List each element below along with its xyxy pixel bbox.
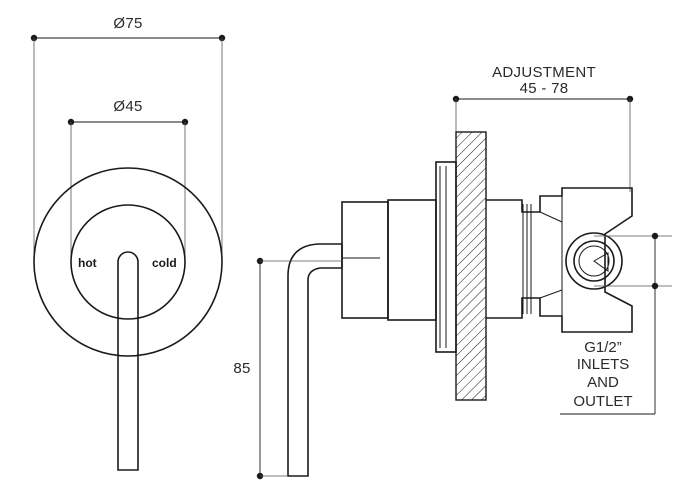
- hot-label: hot: [78, 256, 97, 270]
- adjustment-range: 45 - 78: [520, 80, 569, 97]
- handle-height-label: 85: [233, 360, 250, 377]
- wall-section: [455, 131, 487, 401]
- connection-outlet-label: OUTLET: [573, 393, 632, 410]
- adjustment-title: ADJUSTMENT: [492, 64, 596, 81]
- sleeve: [387, 199, 437, 321]
- front-view: Ø75 Ø45 hot cold: [30, 15, 226, 471]
- handle-hub: [341, 201, 389, 319]
- inlet-port-outer: [565, 232, 623, 290]
- connection-dimension: [560, 232, 672, 415]
- inner-diameter-dimension: Ø45: [67, 98, 189, 262]
- lever-handle: [117, 251, 139, 471]
- inner-diameter-label: Ø45: [113, 98, 142, 115]
- cover-plate: [33, 167, 223, 357]
- lever-side: [287, 243, 343, 477]
- cold-label: cold: [152, 256, 177, 270]
- handle-height-dimension: 85: [233, 257, 342, 480]
- adjustment-dimension: ADJUSTMENT 45 - 78: [452, 64, 634, 192]
- valve-body: [486, 187, 633, 333]
- side-view: ADJUSTMENT 45 - 78: [233, 64, 672, 480]
- connection-and-label: AND: [587, 374, 619, 391]
- inlet-port-inner: [573, 240, 615, 282]
- valve-ring: [70, 204, 186, 320]
- outer-diameter-label: Ø75: [113, 15, 142, 32]
- connection-inlets-label: INLETS: [577, 356, 630, 373]
- outer-diameter-dimension: Ø75: [30, 15, 226, 262]
- connection-size-label: G1/2”: [584, 339, 622, 356]
